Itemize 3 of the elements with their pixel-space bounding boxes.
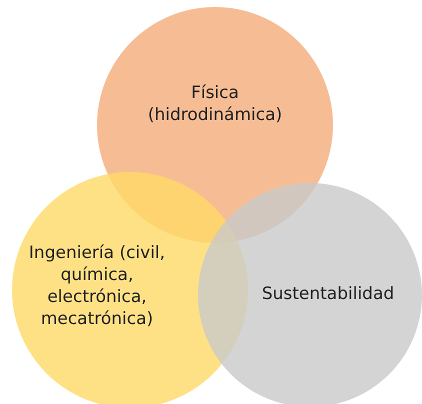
circle-label: Sustentabilidad: [260, 283, 396, 306]
circle-label: Ingeniería (civil, química, electrónica, mecatrónica): [28, 242, 166, 330]
circle-label: Física (hidrodinámica): [146, 82, 284, 126]
